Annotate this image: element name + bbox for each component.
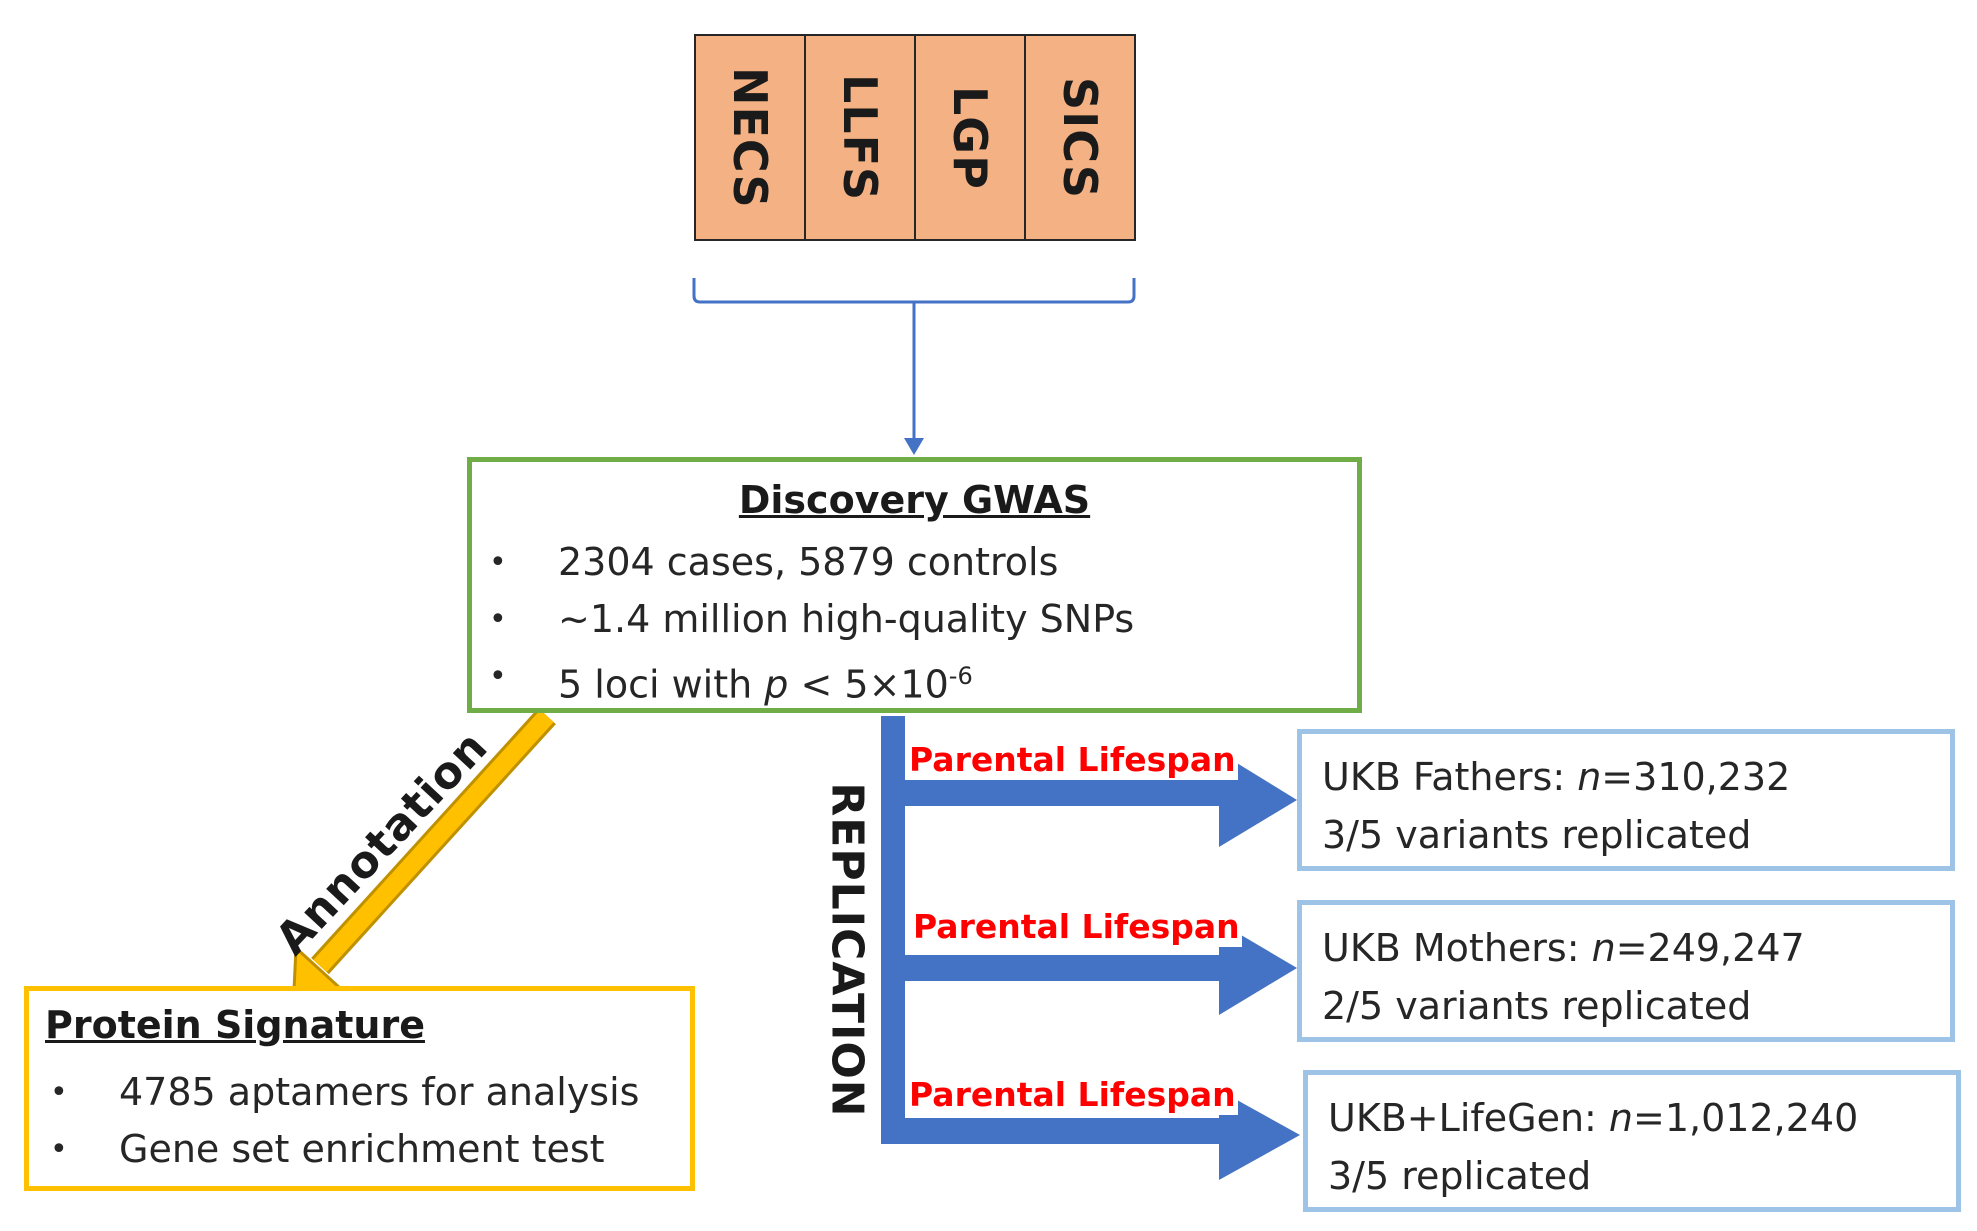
cohort-label: NECS: [723, 66, 777, 209]
cohort-boxes: [694, 34, 1136, 241]
cohort-necs: NECS: [695, 35, 805, 240]
bullet-text-prefix: 5 loci with: [558, 662, 765, 707]
bullet-cases-controls: • 2304 cases, 5879 controls: [489, 534, 1134, 591]
cohort-name: UKB Mothers:: [1322, 926, 1592, 970]
replication-box-ukb-lifegen: UKB+LifeGen: n=1,012,240 3/5 replicated: [1303, 1070, 1961, 1212]
cohort-cell-1: [694, 34, 806, 241]
n-symbol: n: [1577, 755, 1602, 799]
bullet-text: ~1.4 million high-quality SNPs: [558, 597, 1135, 641]
cohort-lgp: LGP: [915, 35, 1025, 240]
bullet-enrichment: • Gene set enrichment test: [50, 1121, 639, 1178]
replication-box-mothers: UKB Mothers: n=249,247 2/5 variants repl…: [1297, 900, 1955, 1042]
annotation-arrow-shaft-fill: [313, 709, 554, 973]
branch-head-3: [1219, 1090, 1300, 1180]
exponent: -6: [948, 662, 973, 690]
bullet-aptamers: • 4785 aptamers for analysis: [50, 1064, 640, 1121]
cohort-brace: [692, 278, 1136, 304]
cohort-name: UKB Fathers:: [1322, 755, 1578, 799]
replication-result: 3/5 variants replicated: [1322, 813, 1752, 857]
bullet-dot: •: [50, 1075, 68, 1110]
sample-size: =249,247: [1615, 926, 1805, 970]
bullet-text: 2304 cases, 5879 controls: [558, 540, 1059, 584]
discovery-gwas-box: Discovery GWAS • 2304 cases, 5879 control…: [467, 457, 1362, 713]
branch-shaft-1: [881, 780, 1221, 806]
replication-cohort-line: UKB+LifeGen: n=1,012,240: [1328, 1089, 1858, 1147]
cohort-label: SICS: [1053, 76, 1107, 199]
replication-result: 3/5 replicated: [1328, 1154, 1592, 1198]
sample-size: =1,012,240: [1633, 1096, 1859, 1140]
protein-bullets: • 4785 aptamers for analysis • Gene set en…: [50, 1064, 640, 1178]
cohort-cell-2: [804, 34, 916, 241]
parental-lifespan-label-3: Parental Lifespan: [907, 1075, 1238, 1115]
replication-text: REPLICATION: [821, 782, 873, 1118]
branch-shaft-2: [881, 955, 1221, 981]
bullet-dot: •: [489, 545, 507, 580]
p-symbol: p: [764, 662, 789, 707]
bullet-snps: • ~1.4 million high-quality SNPs: [489, 591, 1135, 648]
discovery-bullets: • 2304 cases, 5879 controls • ~1.4 million…: [489, 534, 1135, 714]
cohort-llfs: LLFS: [805, 35, 915, 240]
bullet-dot: •: [489, 602, 507, 637]
down-arrow-head: [904, 438, 924, 455]
cohort-cell-4: [1024, 34, 1136, 241]
branch-shaft-3: [881, 1118, 1221, 1144]
n-symbol: n: [1608, 1096, 1634, 1140]
discovery-title: Discovery GWAS: [738, 478, 1091, 522]
parental-lifespan-label-2: Parental Lifespan: [911, 907, 1242, 947]
bullet-text: 4785 aptamers for analysis: [119, 1070, 640, 1114]
cohort-label: LLFS: [833, 73, 887, 202]
bullet-text-mid: < 5×10: [788, 662, 949, 707]
protein-title: Protein Signature: [45, 1003, 425, 1047]
replication-cohort-line: UKB Fathers: n=310,232: [1322, 748, 1790, 806]
bullet-text: Gene set enrichment test: [119, 1127, 605, 1171]
replication-cohort-line: UKB Mothers: n=249,247: [1322, 919, 1805, 977]
replication-arrows: [881, 716, 1300, 1180]
cohort-name: UKB+LifeGen:: [1328, 1096, 1609, 1140]
cohort-sics: SICS: [1025, 35, 1135, 240]
cohort-label: LGP: [943, 85, 997, 190]
replication-box-fathers: UKB Fathers: n=310,232 3/5 variants repl…: [1297, 729, 1955, 871]
parental-lifespan-label-1: Parental Lifespan: [907, 740, 1238, 780]
bullet-loci: • 5 loci with p < 5×10-6: [489, 648, 1134, 714]
sample-size: =310,232: [1601, 755, 1791, 799]
branch-head-1: [1219, 752, 1297, 847]
protein-signature-box: Protein Signature • 4785 aptamers for ana…: [24, 986, 695, 1191]
replication-result: 2/5 variants replicated: [1322, 984, 1752, 1028]
bullet-dot: •: [489, 659, 507, 694]
n-symbol: n: [1591, 926, 1616, 970]
replication-trunk: [881, 716, 905, 1141]
cohort-cell-3: [914, 34, 1026, 241]
bullet-dot: •: [50, 1132, 68, 1167]
